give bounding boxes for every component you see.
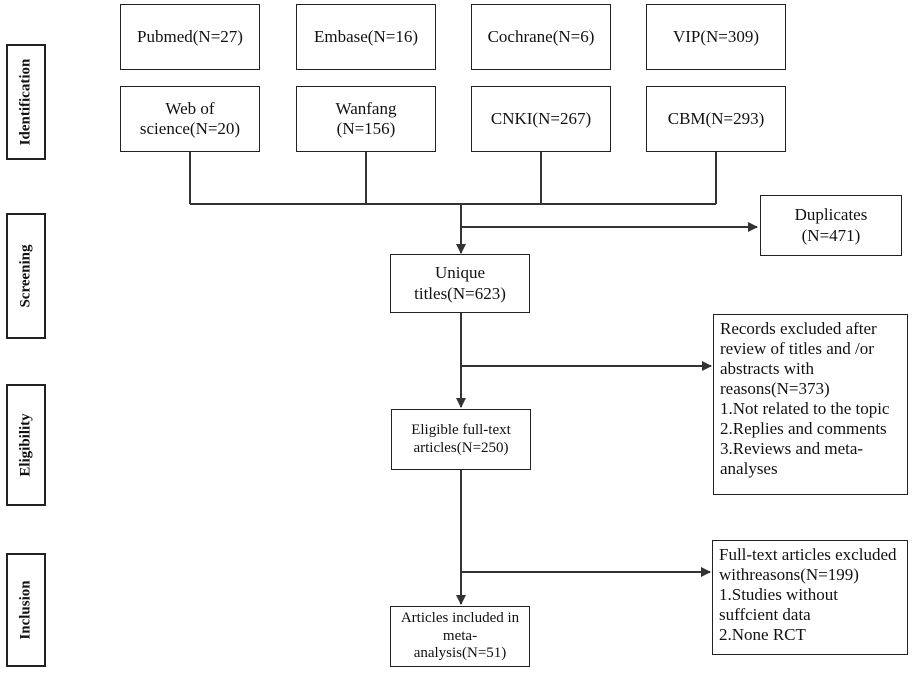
excluded-titles-line: Records excluded after — [720, 319, 877, 338]
excluded-titles-line: abstracts with — [720, 359, 814, 379]
stage-label: Identification — [17, 58, 34, 146]
source-cochrane: Cochrane(N=6) — [471, 4, 611, 70]
excluded-titles-line: review of titles and /or — [720, 339, 874, 359]
source-label: CBM(N=293) — [667, 108, 765, 128]
stage-label: Screening — [17, 244, 34, 308]
source-label: Cochrane(N=6) — [487, 26, 595, 46]
included-label-line: Articles included in — [400, 609, 520, 626]
source-label: VIP(N=309) — [672, 26, 760, 46]
source-vip: VIP(N=309) — [646, 4, 786, 70]
unique-label: Unique — [434, 263, 486, 283]
duplicates-box: Duplicates (N=471) — [760, 195, 902, 256]
excluded-fulltext-line: 2.None RCT — [719, 625, 806, 645]
eligible-box: Eligible full-text articles(N=250) — [391, 409, 531, 470]
included-box: Articles included in meta- analysis(N=51… — [390, 606, 530, 667]
source-label-line: science(N=20) — [139, 119, 241, 138]
source-embase: Embase(N=16) — [296, 4, 436, 70]
source-label-line: Web of — [165, 98, 215, 118]
excluded-titles-line: 3.Reviews and meta- — [720, 439, 864, 459]
included-count: analysis(N=51) — [413, 645, 507, 662]
source-label-line: (N=156) — [336, 119, 396, 138]
excluded-titles-line: 1.Not related to the topic — [720, 399, 890, 419]
source-label: CNKI(N=267) — [490, 108, 592, 128]
source-cnki: CNKI(N=267) — [471, 86, 611, 152]
excluded-titles-box: Records excluded after review of titles … — [713, 314, 908, 495]
stage-label: Inclusion — [17, 580, 34, 640]
excluded-fulltext-line: withreasons(N=199) — [719, 565, 859, 585]
excluded-fulltext-box: Full-text articles excluded withreasons(… — [712, 540, 908, 655]
excluded-fulltext-line: suffcient data — [719, 605, 811, 625]
source-wanfang: Wanfang (N=156) — [296, 86, 436, 152]
eligible-count: articles(N=250) — [413, 439, 509, 456]
source-pubmed: Pubmed(N=27) — [120, 4, 260, 70]
unique-count: titles(N=623) — [414, 283, 506, 303]
excluded-fulltext-line: 1.Studies without — [719, 585, 839, 605]
source-webofscience: Web of science(N=20) — [120, 86, 260, 152]
stage-label: Eligibility — [17, 413, 34, 477]
source-cbm: CBM(N=293) — [646, 86, 786, 152]
source-label-line: Wanfang — [335, 98, 397, 118]
source-label: Embase(N=16) — [313, 26, 418, 46]
unique-titles-box: Unique titles(N=623) — [390, 254, 530, 313]
excluded-titles-line: analyses — [720, 459, 778, 479]
stage-screening: Screening — [6, 213, 46, 339]
excluded-titles-line: 2.Replies and comments — [720, 419, 887, 439]
included-label-line: meta- — [442, 627, 478, 644]
duplicates-label: Duplicates — [794, 205, 868, 225]
eligible-label: Eligible full-text — [411, 421, 511, 438]
source-label: Pubmed(N=27) — [137, 26, 243, 46]
excluded-fulltext-line: Full-text articles excluded — [719, 545, 897, 564]
stage-inclusion: Inclusion — [6, 553, 46, 667]
duplicates-count: (N=471) — [801, 225, 861, 245]
excluded-titles-line: reasons(N=373) — [720, 379, 830, 399]
stage-identification: Identification — [6, 44, 46, 160]
stage-eligibility: Eligibility — [6, 384, 46, 506]
